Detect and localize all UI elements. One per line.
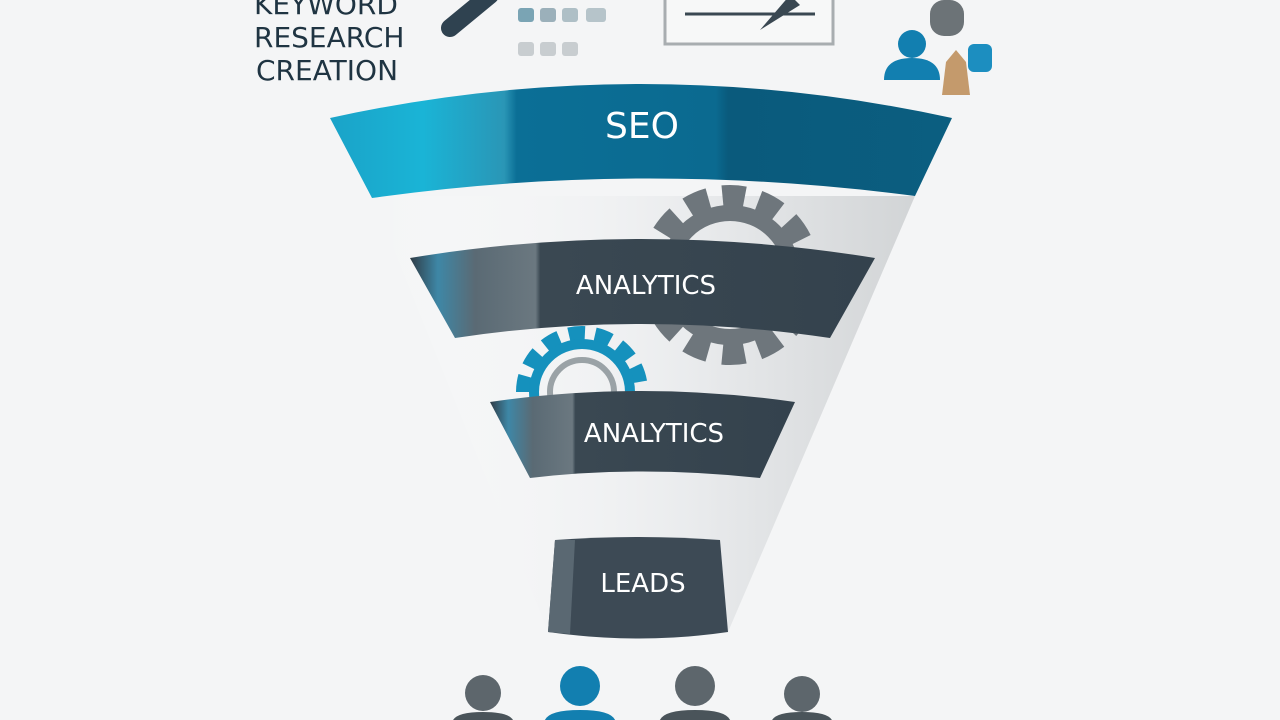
users-icon (884, 0, 992, 95)
funnel-stage-analytics-2: ANALYTICS (490, 391, 795, 478)
svg-text:RESEARCH: RESEARCH (254, 21, 404, 54)
svg-text:LEADS: LEADS (600, 569, 685, 599)
keyword-research-label: KEYWORD RESEARCH CREATION (254, 0, 404, 87)
funnel-stage-analytics-1: ANALYTICS (410, 239, 875, 338)
svg-text:ANALYTICS: ANALYTICS (576, 271, 716, 301)
svg-text:CREATION: CREATION (256, 54, 398, 87)
people-icon (453, 666, 832, 720)
svg-text:SEO: SEO (605, 106, 679, 147)
chart-blocks-icon (518, 8, 606, 56)
funnel-stage-seo: SEO (330, 84, 952, 198)
svg-text:KEYWORD: KEYWORD (254, 0, 398, 21)
magnifier-icon (441, 0, 498, 37)
funnel-stage-leads: LEADS (548, 537, 728, 639)
svg-text:ANALYTICS: ANALYTICS (584, 419, 724, 449)
whiteboard-pen-icon (663, 0, 835, 46)
